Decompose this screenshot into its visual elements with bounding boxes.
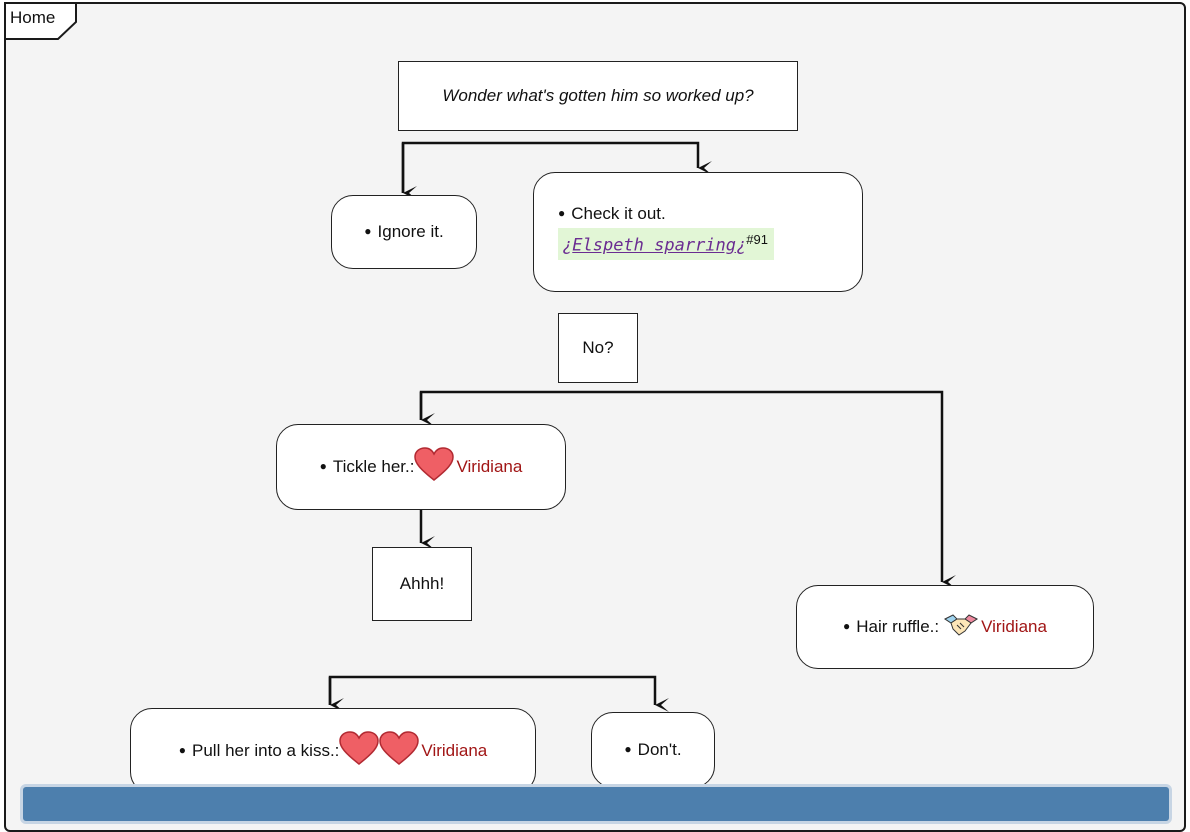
ignore-label: Ignore it. [364,222,444,242]
ahhh-text: Ahhh! [399,574,445,593]
hair-label: Hair ruffle.: [843,617,939,637]
handshake-icon [943,611,979,644]
ahhh-node: Ahhh! [372,547,472,621]
prompt-text: Wonder what's gotten him so worked up? [442,86,754,105]
tab-label: Home [10,8,56,27]
scene-ref: #91 [746,232,768,248]
choice-dont[interactable]: Don't. [591,712,715,788]
check-label: Check it out. [558,204,666,224]
choice-hair-ruffle[interactable]: Hair ruffle.: Viridiana [796,585,1094,669]
bottom-panel-bar [20,784,1172,824]
home-tab[interactable]: Home [4,2,80,45]
heart-icon [339,730,380,772]
kiss-label: Pull her into a kiss.: [179,741,339,761]
scene-link[interactable]: ¿Elspeth sparring¿#91 [558,228,774,260]
link-open-mark: ¿ [562,235,573,256]
choice-tickle[interactable]: Tickle her.: Viridiana [276,424,566,510]
no-text: No? [582,338,614,357]
heart-icon [379,730,420,772]
link-close-mark: ¿ [736,235,747,256]
scene-link-text[interactable]: Elspeth sparring [572,235,737,256]
character-name: Viridiana [981,617,1047,636]
choice-kiss[interactable]: Pull her into a kiss.: Viridiana [130,708,536,794]
character-name: Viridiana [421,741,488,760]
prompt-node: Wonder what's gotten him so worked up? [398,61,798,131]
dont-label: Don't. [624,740,682,760]
tab-shape [4,2,77,40]
choice-check[interactable]: Check it out. ¿Elspeth sparring¿#91 [533,172,863,292]
character-name: Viridiana [456,457,523,476]
arrow-to-dont [328,675,669,712]
tickle-label: Tickle her.: [320,457,415,477]
choice-ignore[interactable]: Ignore it. [331,195,477,269]
diagram-frame [4,2,1186,832]
no-node: No? [558,313,638,383]
heart-icon [414,446,455,488]
